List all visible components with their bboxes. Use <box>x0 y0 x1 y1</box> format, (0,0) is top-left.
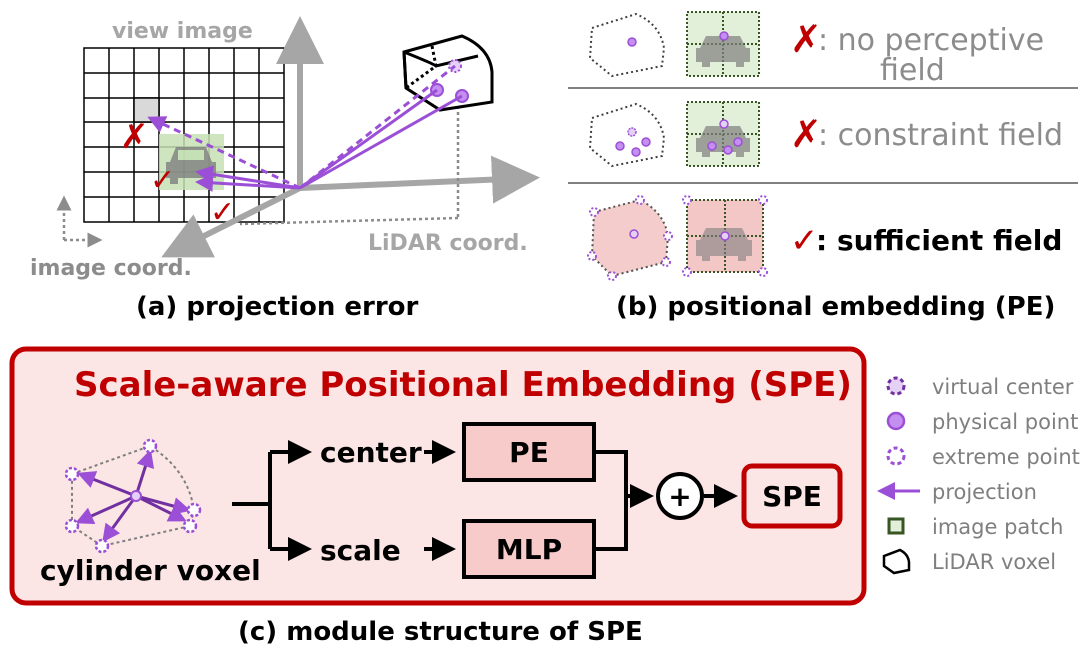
flow-lines <box>232 440 738 561</box>
legend-label: virtual center <box>932 375 1074 399</box>
legend-item-extreme-point: extreme point <box>886 445 1080 469</box>
physical-point <box>723 145 733 155</box>
extreme-point <box>682 267 692 277</box>
row-sufficient: ✓ : sufficient field <box>587 195 1062 281</box>
check-mark: ✓ <box>790 221 819 261</box>
image-coord-label: image coord. <box>30 256 192 281</box>
spe-label: SPE <box>762 480 822 513</box>
cross-mark: ✗ <box>790 17 822 61</box>
extreme-point-icon <box>886 446 906 466</box>
image-grid <box>83 47 285 223</box>
extreme-point <box>663 231 673 241</box>
panel-b-caption: (b) positional embedding (PE) <box>616 292 1055 322</box>
row1-text-line2: field <box>880 53 945 88</box>
virtual-center-icon <box>886 376 906 396</box>
virtual-center-point <box>627 127 637 137</box>
add-operator <box>656 472 704 520</box>
physical-point <box>707 141 717 151</box>
pe-block <box>462 422 596 482</box>
physical-point-icon <box>886 411 906 431</box>
extreme-point <box>635 195 645 205</box>
extreme-point <box>589 207 599 217</box>
row1-text: : no perceptive <box>818 23 1044 58</box>
spe-title: Scale-aware Positional Embedding (SPE) <box>74 365 852 405</box>
voxel-sketch <box>588 12 666 78</box>
legend-item-projection: projection <box>877 480 1037 504</box>
cylinder-voxel-icon <box>64 438 202 554</box>
plus-label: + <box>668 480 691 513</box>
panel-a-caption: (a) projection error <box>136 292 419 322</box>
mlp-label: MLP <box>496 533 562 566</box>
legend-label: projection <box>932 480 1037 504</box>
legend-label: extreme point <box>932 445 1080 469</box>
physical-point <box>631 147 641 157</box>
row-constraint: ✗ : constraint field <box>588 101 1063 168</box>
panel-c: Scale-aware Positional Embedding (SPE) c… <box>9 346 867 647</box>
extreme-point <box>758 267 768 277</box>
image-coord-axes <box>56 195 103 248</box>
lidar-voxel-icon <box>402 34 494 112</box>
scale-label: scale <box>320 534 401 567</box>
physical-point <box>615 141 625 151</box>
legend-label: physical point <box>932 410 1078 434</box>
extreme-point <box>587 251 597 261</box>
legend-label: image patch <box>932 515 1063 539</box>
lidar-projection-guides <box>239 100 460 226</box>
car-icon <box>696 228 752 261</box>
legend-label: LiDAR voxel <box>932 550 1056 574</box>
virtual-center-point <box>720 231 730 241</box>
row2-text: : constraint field <box>818 118 1063 153</box>
panel-b: ✗ : no perceptive field ✗ : constraint f… <box>568 11 1078 322</box>
legend-item-physical-point: physical point <box>886 410 1078 434</box>
cross-mark: ✗ <box>120 117 149 157</box>
extreme-point <box>607 271 617 281</box>
physical-point <box>627 37 637 47</box>
legend-item-lidar-voxel: LiDAR voxel <box>882 548 1056 575</box>
legend-item-image-patch: image patch <box>887 515 1063 539</box>
virtual-center-point <box>719 119 729 129</box>
cross-mark: ✗ <box>790 112 822 156</box>
center-label: center <box>320 436 422 469</box>
extreme-point <box>758 195 768 205</box>
physical-point <box>733 137 743 147</box>
image-patch-icon <box>887 517 905 535</box>
physical-point <box>719 31 729 41</box>
legend-item-virtual-center: virtual center <box>886 375 1074 399</box>
spe-block <box>741 463 843 529</box>
extreme-point <box>661 257 671 267</box>
projection-arrows <box>147 64 463 192</box>
row3-text: : sufficient field <box>816 224 1062 257</box>
lidar-coord-label: LiDAR coord. <box>368 231 528 256</box>
virtual-center-point <box>629 229 639 239</box>
cylinder-voxel-label: cylinder voxel <box>40 554 261 587</box>
panel-c-caption: (c) module structure of SPE <box>238 617 643 647</box>
legend: virtual center physical point extreme po… <box>877 375 1080 575</box>
panel-a: view image ✗ ✓ ✓ image coord. <box>30 16 540 322</box>
view-image-label: view image <box>112 19 253 44</box>
lidar-voxel-icon <box>882 548 911 575</box>
pe-label: PE <box>509 436 549 469</box>
row-no-perceptive: ✗ : no perceptive field <box>588 11 1044 88</box>
check-mark: ✓ <box>150 163 175 198</box>
extreme-point <box>682 195 692 205</box>
voxel-sketch <box>588 102 666 168</box>
lidar-axes <box>161 16 540 258</box>
mlp-block <box>462 519 596 579</box>
physical-point <box>641 137 651 147</box>
car-icon <box>696 36 750 67</box>
voxel-sketch <box>590 198 670 278</box>
spe-module-box <box>9 346 867 606</box>
